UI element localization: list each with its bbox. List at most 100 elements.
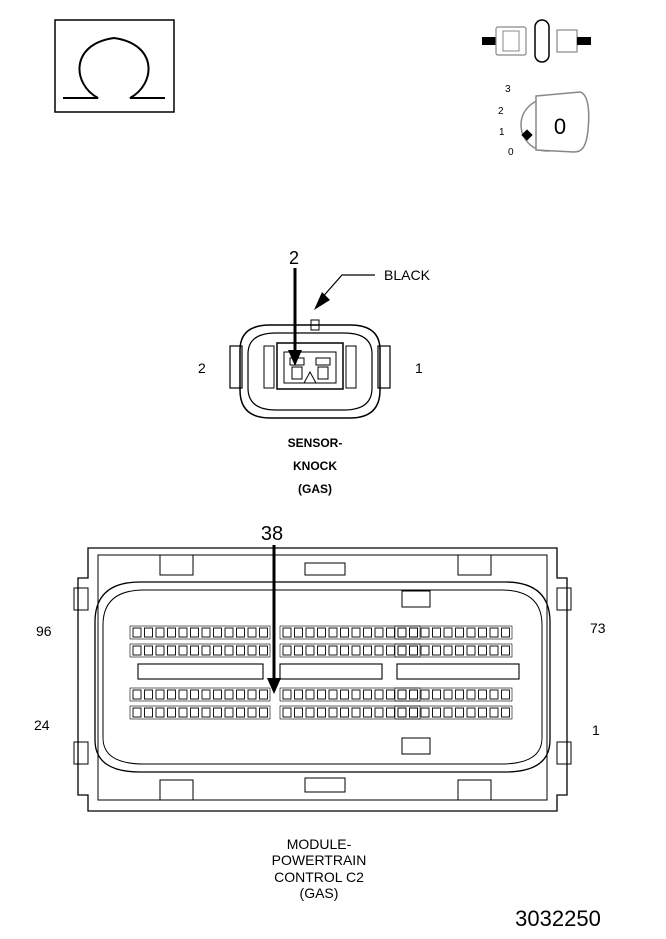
ignition-position-2: 2: [498, 106, 504, 117]
pcm-pin-cavity: [259, 627, 268, 638]
pcm-pin-row-frame: [129, 625, 271, 640]
pcm-pin-cavity: [328, 689, 338, 700]
pcm-pin-cavity: [224, 707, 234, 718]
pcm-pin-cavity: [282, 689, 292, 700]
pcm-connector: [73, 545, 572, 812]
pcm-pin-cavity: [259, 707, 268, 718]
pcm-pin-cavity: [213, 689, 222, 700]
pcm-pin-cavity: [236, 645, 245, 656]
pcm-pin-cavity: [201, 627, 211, 638]
pcm-pin-cavity: [294, 645, 303, 656]
pcm-pin-cavity: [144, 689, 153, 700]
pcm-pin-cavity: [178, 689, 188, 700]
pcm-pin-cavity: [397, 689, 407, 700]
pcm-pin-cavity: [144, 707, 153, 718]
pcm-pin-cavity: [420, 689, 430, 700]
pcm-pin-cavity: [167, 627, 176, 638]
pcm-pin-cavity: [155, 645, 165, 656]
pcm-pin-cavity: [397, 707, 407, 718]
pcm-pin-cavity: [455, 689, 464, 700]
pcm-pin-cavity: [409, 689, 418, 700]
sensor-pin-callout: 2: [289, 248, 299, 268]
pcm-pin-cavity: [213, 627, 222, 638]
pcm-pin-cavity: [363, 627, 372, 638]
pcm-pin-row-frame: [279, 687, 421, 702]
pcm-pin-cavity: [443, 627, 453, 638]
pcm-pin-cavity: [409, 707, 418, 718]
pcm-pin-cavity: [317, 627, 326, 638]
pcm-pin-cavity: [340, 627, 349, 638]
pcm-pin-cavity: [328, 645, 338, 656]
sensor-name-line-2: KNOCK: [293, 459, 337, 473]
pcm-pin-cavity: [409, 689, 418, 700]
pcm-pin-cavity: [501, 645, 510, 656]
pcm-pin-cavity: [501, 627, 510, 638]
pcm-pin-cavity: [397, 645, 407, 656]
pcm-pin-cavity: [236, 707, 245, 718]
pcm-pin-cavity: [167, 645, 176, 656]
pcm-pin-row-frame: [279, 643, 421, 658]
pcm-pin-cavity: [501, 707, 510, 718]
pcm-pin-cavity: [317, 645, 326, 656]
pcm-pin-cavity: [213, 645, 222, 656]
pcm-pin-cavity: [190, 707, 199, 718]
pcm-pin-cavity: [201, 645, 211, 656]
pcm-pin-cavity: [374, 645, 384, 656]
pcm-pin-cavity: [167, 689, 176, 700]
pcm-pin-cavity: [409, 645, 418, 656]
pcm-pin-row-frame: [129, 705, 271, 720]
pcm-pin-cavity: [294, 707, 303, 718]
disconnect-connector-icon: [482, 19, 591, 63]
pcm-pin-1-label: 1: [592, 722, 600, 738]
pcm-name-line-2: POWERTRAIN: [272, 852, 367, 868]
pcm-pin-cavity: [144, 645, 153, 656]
pcm-pin-cavity: [466, 645, 476, 656]
pcm-pin-cavity: [178, 707, 188, 718]
pcm-pin-cavity: [155, 627, 165, 638]
pcm-pin-24-label: 24: [34, 717, 50, 733]
pcm-pin-cavity: [363, 707, 372, 718]
ignition-position-0: 0: [508, 147, 514, 158]
pcm-pin-cavity: [478, 689, 487, 700]
pcm-pin-cavity: [317, 707, 326, 718]
pcm-pin-cavity: [409, 627, 418, 638]
pcm-pin-cavity: [178, 627, 188, 638]
knock-sensor-connector: [229, 268, 391, 419]
pcm-pin-cavity: [397, 627, 407, 638]
pcm-pin-cavity: [259, 689, 268, 700]
pcm-pin-row-frame: [129, 687, 271, 702]
pcm-pin-cavity: [259, 645, 268, 656]
pcm-pin-cavity: [432, 707, 441, 718]
figure-number: 3032250: [515, 906, 601, 931]
pcm-pin-cavity: [305, 707, 315, 718]
pcm-pin-cavity: [374, 707, 384, 718]
pcm-pin-cavity: [420, 645, 430, 656]
pcm-pin-cavity: [247, 689, 257, 700]
pcm-pin-cavity: [351, 645, 361, 656]
pcm-pin-cavity: [397, 627, 407, 638]
pcm-pin-cavity: [340, 645, 349, 656]
pcm-pin-cavity: [466, 689, 476, 700]
pcm-pin-row-frame: [394, 625, 513, 640]
pcm-pin-cavity: [455, 707, 464, 718]
pcm-pin-cavity: [443, 645, 453, 656]
pcm-pin-cavity: [386, 645, 395, 656]
pcm-pin-cavity: [432, 645, 441, 656]
pcm-pin-cavity: [363, 645, 372, 656]
ohm-icon: [54, 19, 175, 113]
pcm-pin-cavity: [374, 627, 384, 638]
pcm-pin-cavity: [340, 689, 349, 700]
pcm-pin-cavity: [455, 645, 464, 656]
pcm-pin-cavity: [432, 627, 441, 638]
pcm-pin-row-frame: [279, 625, 421, 640]
pcm-pin-cavity: [201, 707, 211, 718]
pcm-pin-row-frame: [394, 687, 513, 702]
pcm-pin-96-label: 96: [36, 623, 52, 639]
pcm-pin-cavity: [397, 689, 407, 700]
pcm-pin-cavity: [213, 707, 222, 718]
pcm-pin-cavity: [144, 627, 153, 638]
sensor-pin-1-label: 1: [415, 360, 423, 376]
pcm-pin-cavity: [409, 707, 418, 718]
pcm-pin-cavity: [489, 645, 499, 656]
pcm-pin-cavity: [478, 645, 487, 656]
